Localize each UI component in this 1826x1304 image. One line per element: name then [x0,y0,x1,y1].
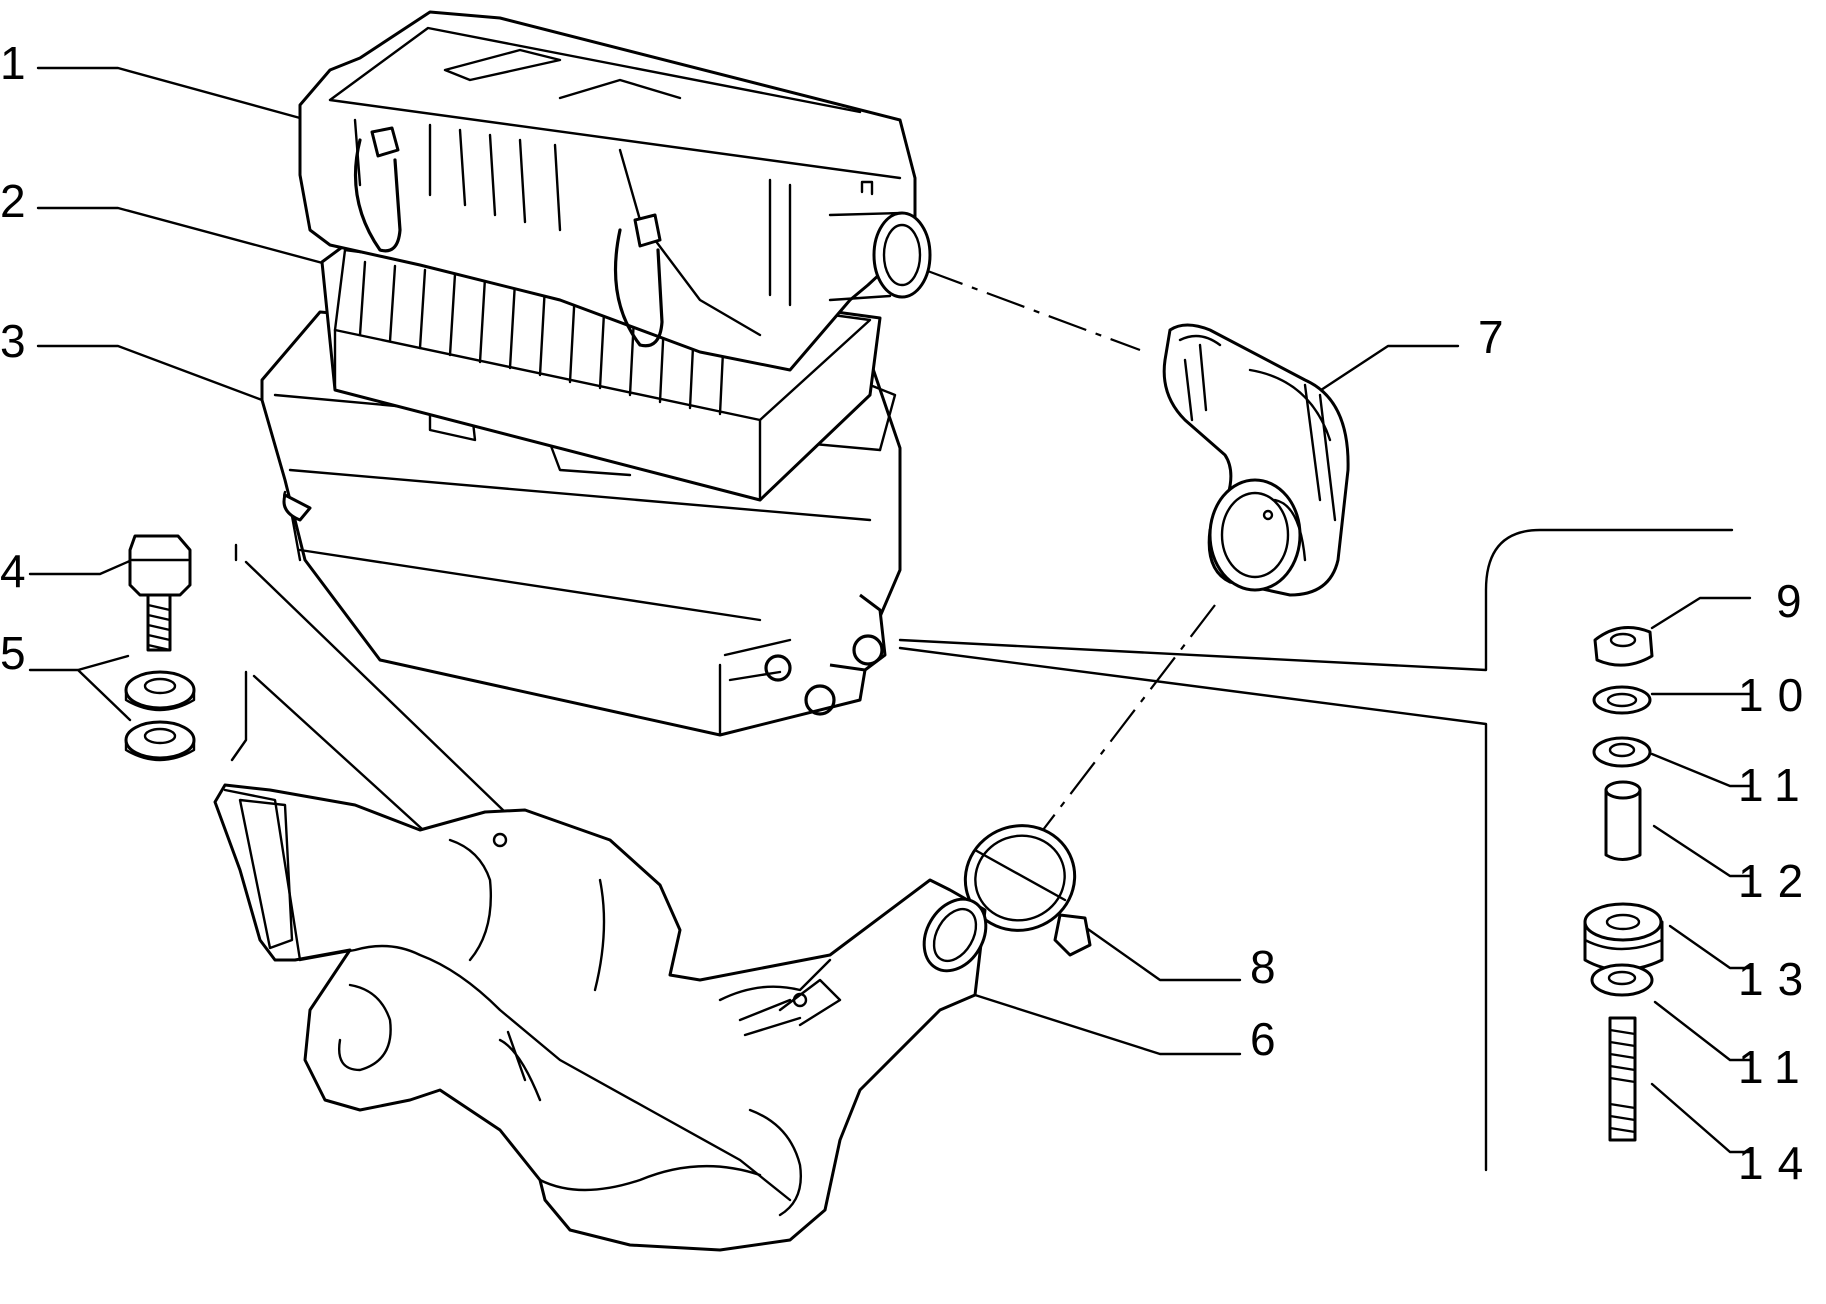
intake-duct [213,783,988,1252]
callout-11a: 11 [1738,759,1814,811]
callout-6: 6 [1250,1013,1290,1065]
washer-11b [1590,963,1654,997]
centerline-cover-to-hose [924,268,1141,352]
stud-14 [1608,1016,1637,1142]
washers-5 [124,670,196,762]
air-filter-cover [298,10,932,372]
callout-13: 13 [1738,953,1818,1005]
leader-13 [1668,924,1752,970]
bracket-lower [898,646,1488,1172]
leader-12 [1652,824,1752,878]
leader-11a [1650,752,1752,788]
leader-8 [1073,918,1242,982]
callout-4: 4 [0,545,40,597]
leader-4 [28,558,134,576]
callout-10: 10 [1738,669,1818,721]
bracket-upper [898,528,1734,672]
guide-line-a [234,543,507,814]
nut-9 [1593,626,1654,667]
callout-12: 12 [1738,855,1818,907]
callout-14: 14 [1738,1137,1818,1189]
leader-6 [973,993,1242,1056]
callout-5: 5 [0,627,40,679]
centerlines [924,268,1216,861]
bolt [128,534,192,652]
leader-7 [1316,344,1460,394]
leader-3 [36,344,264,402]
leader-1 [36,66,302,120]
rubber-mount-13 [1583,902,1664,972]
mounting-stack [1583,626,1664,1142]
callout-11b: 11 [1738,1041,1814,1093]
callout-1: 1 [0,37,40,89]
leader-5 [28,654,132,722]
centerline-hose-to-clamp [1019,604,1216,861]
spring-washer-10 [1592,685,1652,715]
filter-pleats [358,260,727,416]
hose-clamp [963,824,1092,957]
leader-9 [1650,596,1752,630]
leader-14 [1650,1082,1752,1154]
elbow-hose [1162,323,1350,597]
leader-11b [1653,1000,1752,1062]
callout-9: 9 [1776,575,1816,627]
callout-7: 7 [1478,311,1518,363]
callout-2: 2 [0,175,40,227]
callout-3: 3 [0,315,40,367]
callout-8: 8 [1250,941,1290,993]
washer-11a [1592,736,1652,768]
leader-2 [36,206,332,267]
spacer-12 [1604,780,1642,861]
